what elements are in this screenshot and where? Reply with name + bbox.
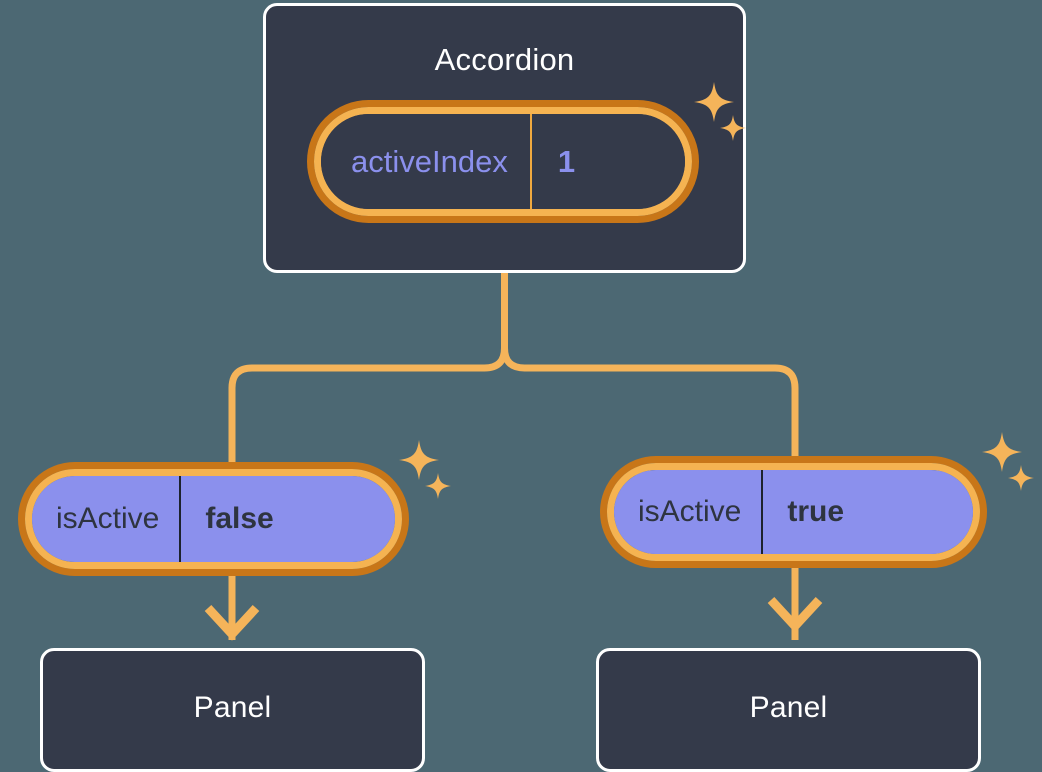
- prop-pill-isactive-true[interactable]: isActive true: [600, 456, 987, 568]
- state-key-label: activeIndex: [321, 114, 532, 209]
- state-value-label: 1: [557, 143, 576, 179]
- sparkles-icon: [978, 432, 1038, 507]
- pill-ring-outer: isActive false: [18, 462, 409, 576]
- prop-value-label: false: [205, 502, 274, 535]
- state-pill-activeindex[interactable]: activeIndex 1: [307, 100, 699, 223]
- pill-core: isActive true: [614, 470, 973, 554]
- accordion-title: Accordion: [434, 42, 575, 77]
- panel-title-left: Panel: [193, 691, 272, 724]
- connector-parent-to-right: [501, 347, 799, 457]
- pill-ring-inner: isActive false: [25, 469, 402, 569]
- arrowhead-left: [204, 604, 260, 641]
- pill-ring-inner: activeIndex 1: [314, 107, 692, 216]
- panel-component-card-right[interactable]: Panel: [596, 648, 981, 772]
- sparkle-small: [1008, 465, 1034, 491]
- pill-ring-outer: activeIndex 1: [307, 100, 699, 223]
- pill-core: activeIndex 1: [321, 114, 685, 209]
- prop-key-label: isActive: [32, 476, 182, 562]
- prop-value-label: true: [787, 495, 845, 528]
- arrowhead-right: [767, 596, 823, 633]
- connector-parent-to-left: [228, 273, 508, 463]
- prop-key-label: isActive: [614, 470, 764, 554]
- prop-pill-isactive-false[interactable]: isActive false: [18, 462, 409, 576]
- panel-title-right: Panel: [749, 691, 828, 724]
- pill-ring-outer: isActive true: [600, 456, 987, 568]
- sparkle-large: [982, 432, 1022, 472]
- sparkle-small: [425, 473, 451, 499]
- pill-core: isActive false: [32, 476, 395, 562]
- panel-component-card-left[interactable]: Panel: [40, 648, 425, 772]
- pill-ring-inner: isActive true: [607, 463, 980, 561]
